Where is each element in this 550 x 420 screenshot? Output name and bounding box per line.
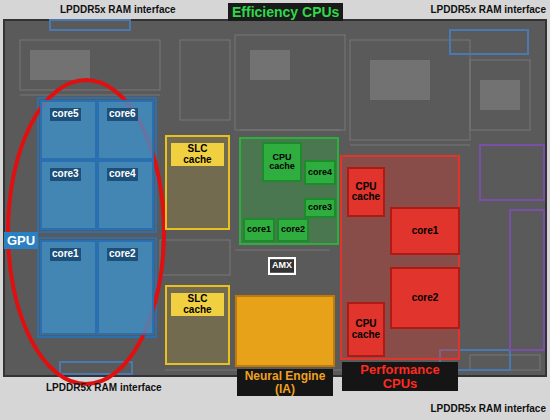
chip-block: CPU cache — [347, 167, 385, 217]
block-label: core5 — [50, 108, 81, 121]
block-label: core4 — [107, 168, 138, 181]
chip-block: core1 — [390, 207, 460, 255]
region-heading: Performance CPUs — [342, 362, 458, 391]
chip-block: CPU cache — [262, 142, 302, 182]
die — [4, 20, 546, 376]
io-region — [480, 145, 544, 350]
chip-block: SLC cache — [165, 135, 230, 230]
block-label: SLC cache — [171, 293, 224, 316]
block-label: core2 — [107, 248, 138, 261]
chip-block: SLC cache — [165, 285, 230, 365]
performance-cluster: Performance CPUsCPU cachecore1core2CPU c… — [340, 155, 460, 360]
section-heading: GPU — [4, 232, 38, 249]
block-label: core1 — [50, 248, 81, 261]
block-label: CPU cache — [349, 182, 383, 203]
chip-block: core1 — [40, 240, 97, 335]
block-label: core3 — [50, 168, 81, 181]
chip-block: CPU cache — [347, 302, 385, 357]
interface-label: LPDDR5x RAM interface — [46, 382, 162, 393]
gpu-cluster-outline — [38, 238, 156, 337]
chip-block: core2 — [97, 240, 154, 335]
chip-block: core3 — [40, 160, 97, 230]
efficiency-cluster-outline — [240, 138, 338, 244]
block-label: CPU cache — [349, 319, 383, 340]
die-texture — [20, 35, 540, 370]
block-label: CPU cache — [264, 153, 300, 172]
chip-block: core5 — [40, 100, 97, 160]
block-label: core4 — [308, 168, 332, 177]
chip-block: core3 — [304, 198, 336, 218]
block-label: core6 — [107, 108, 138, 121]
block-label: SLC cache — [171, 143, 224, 166]
block-label: AMX — [270, 260, 294, 271]
block-label: core2 — [281, 225, 305, 234]
block-label: core2 — [412, 293, 439, 304]
chip-block: core2 — [277, 218, 309, 242]
chip-block: core2 — [390, 267, 460, 329]
block-label: core3 — [308, 203, 332, 212]
interface-label: LPDDR5x RAM interface — [430, 403, 546, 414]
neural-engine-region: Neural Engine (IA) — [235, 295, 335, 367]
chip-block: core6 — [97, 100, 154, 160]
chip-block: core4 — [304, 160, 336, 185]
chip-block: AMX — [268, 257, 296, 275]
interface-label: LPDDR5x RAM interface — [430, 4, 546, 15]
gpu-cluster-outline — [38, 98, 156, 232]
section-heading: Efficiency CPUs — [228, 3, 343, 21]
block-label: core1 — [412, 226, 439, 237]
interface-label: LPDDR5x RAM interface — [60, 4, 176, 15]
region-heading: Neural Engine (IA) — [237, 369, 333, 396]
block-label: core1 — [247, 225, 271, 234]
chip-block: core4 — [97, 160, 154, 230]
ram-interface-marker — [50, 20, 528, 374]
chip-block: core1 — [243, 218, 275, 242]
